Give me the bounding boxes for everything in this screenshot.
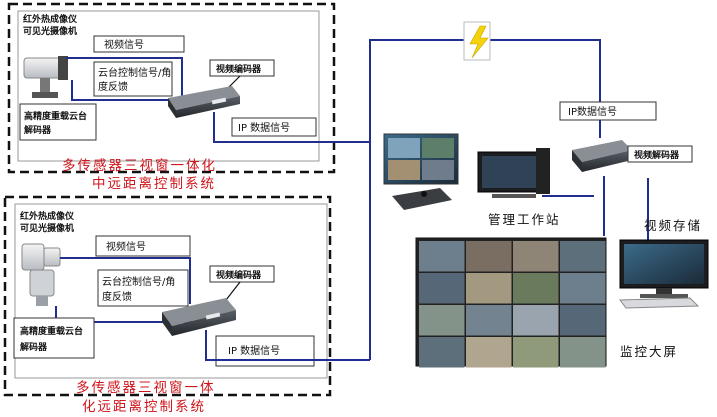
bottom-camera-icon xyxy=(21,243,61,306)
video-wall-tile xyxy=(419,337,465,368)
storage-monitor-icon xyxy=(619,239,709,309)
video-wall-tile xyxy=(466,273,512,304)
top-subsystem-border xyxy=(7,2,336,174)
bottom-video-signal-label: 视频信号 xyxy=(106,240,146,253)
bottom-ptz-signal-line1: 云台控制信号/角 xyxy=(102,275,175,288)
bottom-encoder-label: 视频编码器 xyxy=(216,269,262,281)
video-wall-label: 监控大屏 xyxy=(620,344,678,359)
network-ip-signal-box xyxy=(559,101,657,121)
network-ip-signal-label: IP数据信号 xyxy=(568,105,617,118)
bottom-ptz-decoder-box xyxy=(13,317,95,359)
top-ptz-decoder-line2: 解码器 xyxy=(24,124,52,136)
top-ptz-decoder-box xyxy=(19,103,97,141)
top-ptz-signal-box xyxy=(93,61,173,97)
video-wall-tile xyxy=(560,241,606,272)
top-ptz-signal-line2: 度反馈 xyxy=(98,80,128,93)
top-camera-label-line1: 红外热成像仪 xyxy=(23,13,78,25)
lightning-icon xyxy=(463,21,491,61)
bottom-ip-signal-label: IP 数据信号 xyxy=(228,344,280,357)
top-encoder-label-box xyxy=(209,59,275,77)
video-wall-tile xyxy=(513,241,559,272)
bottom-subsystem: 红外热成像仪 可见光摄像机 视频信号 云台控制信号/角 度反馈 视频编码器 高精… xyxy=(3,195,370,415)
bottom-ptz-decoder-line2: 解码器 xyxy=(20,341,48,353)
top-video-signal-box xyxy=(93,35,185,53)
bottom-title-line1: 多传感器三视窗一体 xyxy=(76,379,216,396)
top-subsystem: 红外热成像仪 可见光摄像机 视频信号 云台控制信号/角 度反馈 视频编码器 高精… xyxy=(7,2,370,192)
bottom-video-signal-box xyxy=(95,235,191,257)
video-wall-tile xyxy=(513,305,559,336)
bottom-ip-line xyxy=(205,330,370,361)
network-decoder-label: 视频解码器 xyxy=(634,149,680,161)
bottom-ptz-decoder-line1: 高精度重载云台 xyxy=(20,325,83,337)
top-ptz-line xyxy=(71,80,190,101)
top-video-signal-line xyxy=(66,57,183,98)
video-wall-tile xyxy=(419,305,465,336)
bottom-encoder-pointer xyxy=(225,281,241,301)
bottom-title-line2: 化远距离控制系统 xyxy=(82,398,206,415)
video-wall-tile xyxy=(560,337,606,368)
top-title-line2: 中远距离控制系统 xyxy=(92,175,216,192)
video-wall-tile xyxy=(513,273,559,304)
top-ptz-signal-line1: 云台控制信号/角 xyxy=(98,66,171,79)
top-ip-signal-box xyxy=(231,117,317,137)
bottom-camera-label-line1: 红外热成像仪 xyxy=(20,210,75,222)
top-video-signal-label: 视频信号 xyxy=(104,38,144,51)
top-encoder-device-icon xyxy=(168,86,240,118)
bottom-video-signal-line xyxy=(60,257,191,304)
bottom-encoder-device-icon xyxy=(162,298,236,336)
top-ptz-decoder-line1: 高精度重载云台 xyxy=(24,110,87,122)
video-wall-tile xyxy=(560,273,606,304)
top-title-line1: 多传感器三视窗一体化 xyxy=(62,157,217,174)
top-encoder-label: 视频编码器 xyxy=(216,63,262,75)
bottom-encoder-label-box xyxy=(209,265,275,283)
workstation-label: 管理工作站 xyxy=(488,212,561,227)
bottom-ptz-signal-line2: 度反馈 xyxy=(102,290,132,303)
network-decoder-label-box xyxy=(627,145,693,163)
video-wall-tile xyxy=(466,241,512,272)
workstation-icon xyxy=(383,133,550,210)
top-camera-label-line2: 可见光摄像机 xyxy=(23,25,77,37)
bottom-ptz-signal-box xyxy=(97,269,189,307)
bottom-camera-label-line2: 可见光摄像机 xyxy=(20,222,74,234)
video-wall-tile xyxy=(560,305,606,336)
storage-label: 视频存储 xyxy=(644,218,702,233)
top-camera-icon xyxy=(23,56,68,98)
top-inner-frame xyxy=(17,10,320,162)
video-wall-tile xyxy=(466,305,512,336)
bottom-inner-frame xyxy=(14,203,328,379)
bottom-subsystem-border xyxy=(3,195,332,397)
video-wall-tile xyxy=(419,273,465,304)
video-wall-tile xyxy=(513,337,559,368)
top-ip-line xyxy=(213,112,370,143)
video-wall-tile xyxy=(466,337,512,368)
video-wall-tile xyxy=(419,241,465,272)
top-ip-signal-label: IP 数据信号 xyxy=(238,121,290,134)
network-decoder-device-icon xyxy=(572,140,632,172)
